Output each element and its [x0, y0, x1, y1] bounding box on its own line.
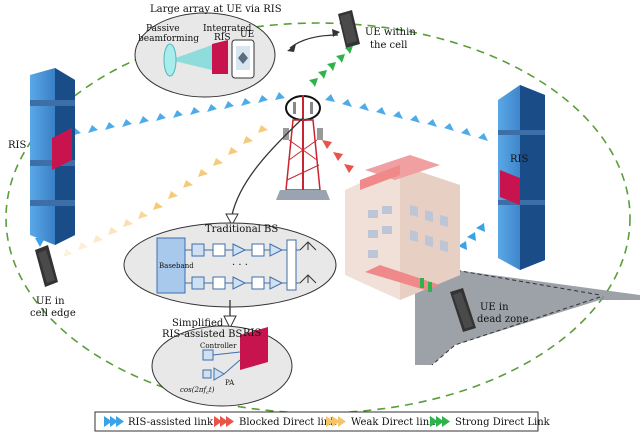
controller-label: Controller	[200, 342, 237, 350]
ris-assisted-link-left	[71, 92, 285, 136]
ue-to-bubble-arrow	[289, 34, 339, 49]
traditional-bs-bubble	[123, 222, 337, 308]
svg-text:Blocked Direct link: Blocked Direct link	[239, 417, 337, 428]
large-array-title: Large array at UE via RIS	[150, 4, 282, 15]
simplified-bs-title-line1: Simplified	[172, 318, 224, 329]
hospital-building	[345, 155, 460, 300]
simplified-ris-label: RIS	[243, 328, 261, 339]
passive-beamforming-line1: Passive	[146, 24, 180, 34]
traditional-bs-dots: · · ·	[232, 260, 248, 271]
baseband-label: Baseband	[159, 262, 194, 270]
top-ue-label: UE	[240, 30, 254, 40]
right-building	[498, 85, 545, 270]
legend-strong-direct: Strong Direct Link	[430, 416, 551, 428]
traditional-bs-title: Traditional BS	[205, 224, 278, 235]
strong-direct-link	[309, 46, 353, 87]
legend-blocked-direct: Blocked Direct link	[214, 416, 337, 428]
legend-ris-assisted: RIS-assisted link	[104, 416, 214, 428]
integrated-ris-line1: Integrated	[203, 24, 252, 34]
weak-direct-link	[63, 125, 268, 257]
pa-label: PA	[225, 379, 235, 387]
svg-text:RIS-assisted link: RIS-assisted link	[128, 417, 214, 428]
carrier-formula: cos(2πfct)	[180, 386, 215, 396]
legend-weak-direct: Weak Direct link	[326, 416, 436, 428]
ue-within-cell-phone-icon	[338, 10, 360, 48]
tower-to-bs-arrow	[231, 117, 304, 216]
ris-assisted-bs-bubble	[151, 325, 293, 407]
ue-within-cell-label-line2: the cell	[370, 40, 407, 51]
integrated-ris-line2: RIS	[214, 33, 231, 43]
ue-cell-edge-phone-icon	[35, 245, 58, 287]
ue-dead-zone-label-line1: UE in	[480, 302, 509, 313]
base-station-tower-icon	[276, 95, 330, 200]
svg-text:Weak Direct link: Weak Direct link	[351, 417, 436, 428]
svg-text:Strong Direct Link: Strong Direct Link	[455, 417, 551, 428]
ue-dead-zone-label-line2: dead zone	[477, 314, 529, 325]
ris-assisted-link-right	[325, 94, 488, 141]
blocked-direct-link	[322, 140, 354, 173]
right-ris-label: RIS	[510, 154, 528, 165]
legend-box	[94, 411, 539, 432]
cell-boundary	[5, 22, 631, 414]
left-building	[30, 68, 75, 245]
left-ris-label: RIS	[8, 140, 26, 151]
ue-within-cell-label-line1: UE within	[365, 27, 416, 38]
simplified-bs-title-line2: RIS-assisted BS	[162, 329, 242, 340]
passive-beamforming-line2: beamforming	[138, 34, 199, 44]
ue-cell-edge-label-line2: cell edge	[30, 308, 76, 319]
ue-cell-edge-label-line1: UE in	[36, 296, 65, 307]
ue-dead-zone-phone-icon	[450, 288, 476, 332]
large-array-bubble	[134, 12, 276, 98]
